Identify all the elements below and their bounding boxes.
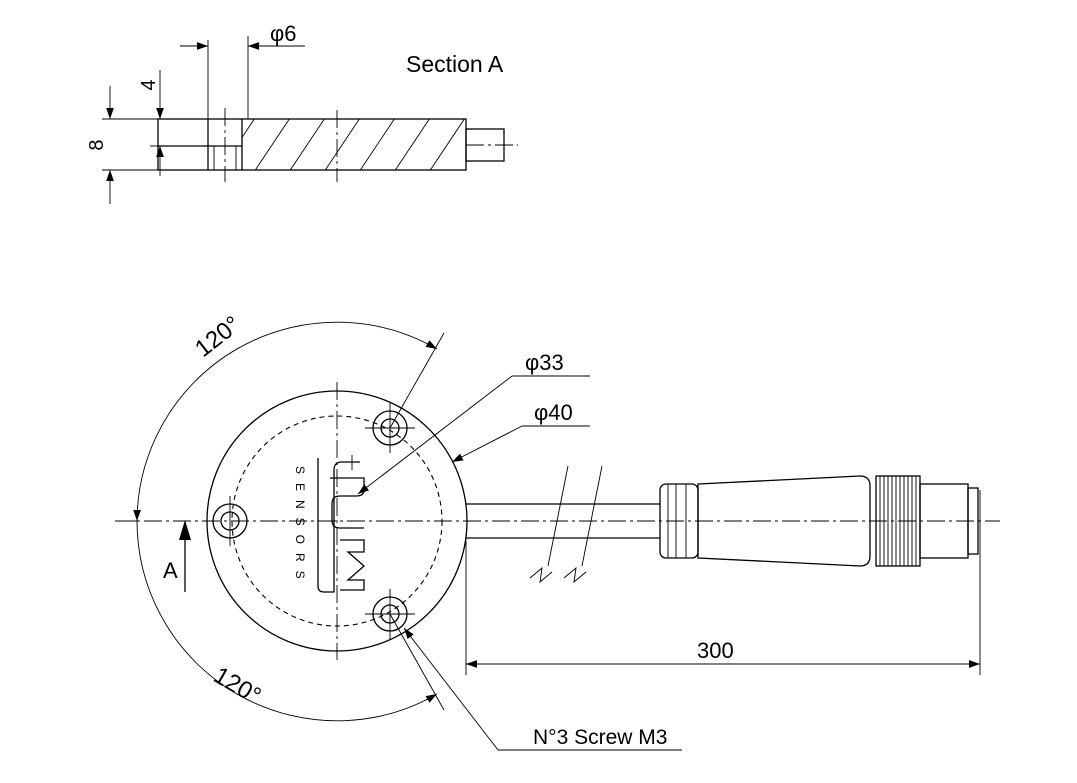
connector-knurl xyxy=(879,476,917,566)
front-view: SENSORS 120° 120° φ33 φ40 A xyxy=(115,311,1000,751)
section-marker-arrow xyxy=(179,520,191,540)
cable xyxy=(466,465,660,584)
section-marker-label: A xyxy=(163,558,178,583)
section-hatching xyxy=(242,119,466,170)
angle-arc-upper xyxy=(133,321,438,522)
dim-pin-depth: 4 xyxy=(138,79,160,90)
logo-tagline: SENSORS xyxy=(293,466,307,588)
section-a-view: φ6 4 8 Section A xyxy=(86,21,518,204)
dim-cable-length: 300 xyxy=(697,638,734,663)
dim-outer-diameter: φ40 xyxy=(534,400,573,425)
angle-arc-lower xyxy=(136,520,438,722)
dim-thickness: 8 xyxy=(86,139,108,150)
logo-sm-sensors: SENSORS xyxy=(293,455,365,593)
section-title: Section A xyxy=(406,51,504,77)
connector xyxy=(659,475,979,567)
dim-pin-diameter: φ6 xyxy=(270,21,297,46)
screw-note: N°3 Screw M3 xyxy=(533,726,667,749)
section-body-outline xyxy=(157,118,467,171)
dim-inner-diameter: φ33 xyxy=(525,350,564,375)
dim-angle-lower: 120° xyxy=(209,662,265,710)
dim-angle-upper: 120° xyxy=(190,311,246,363)
